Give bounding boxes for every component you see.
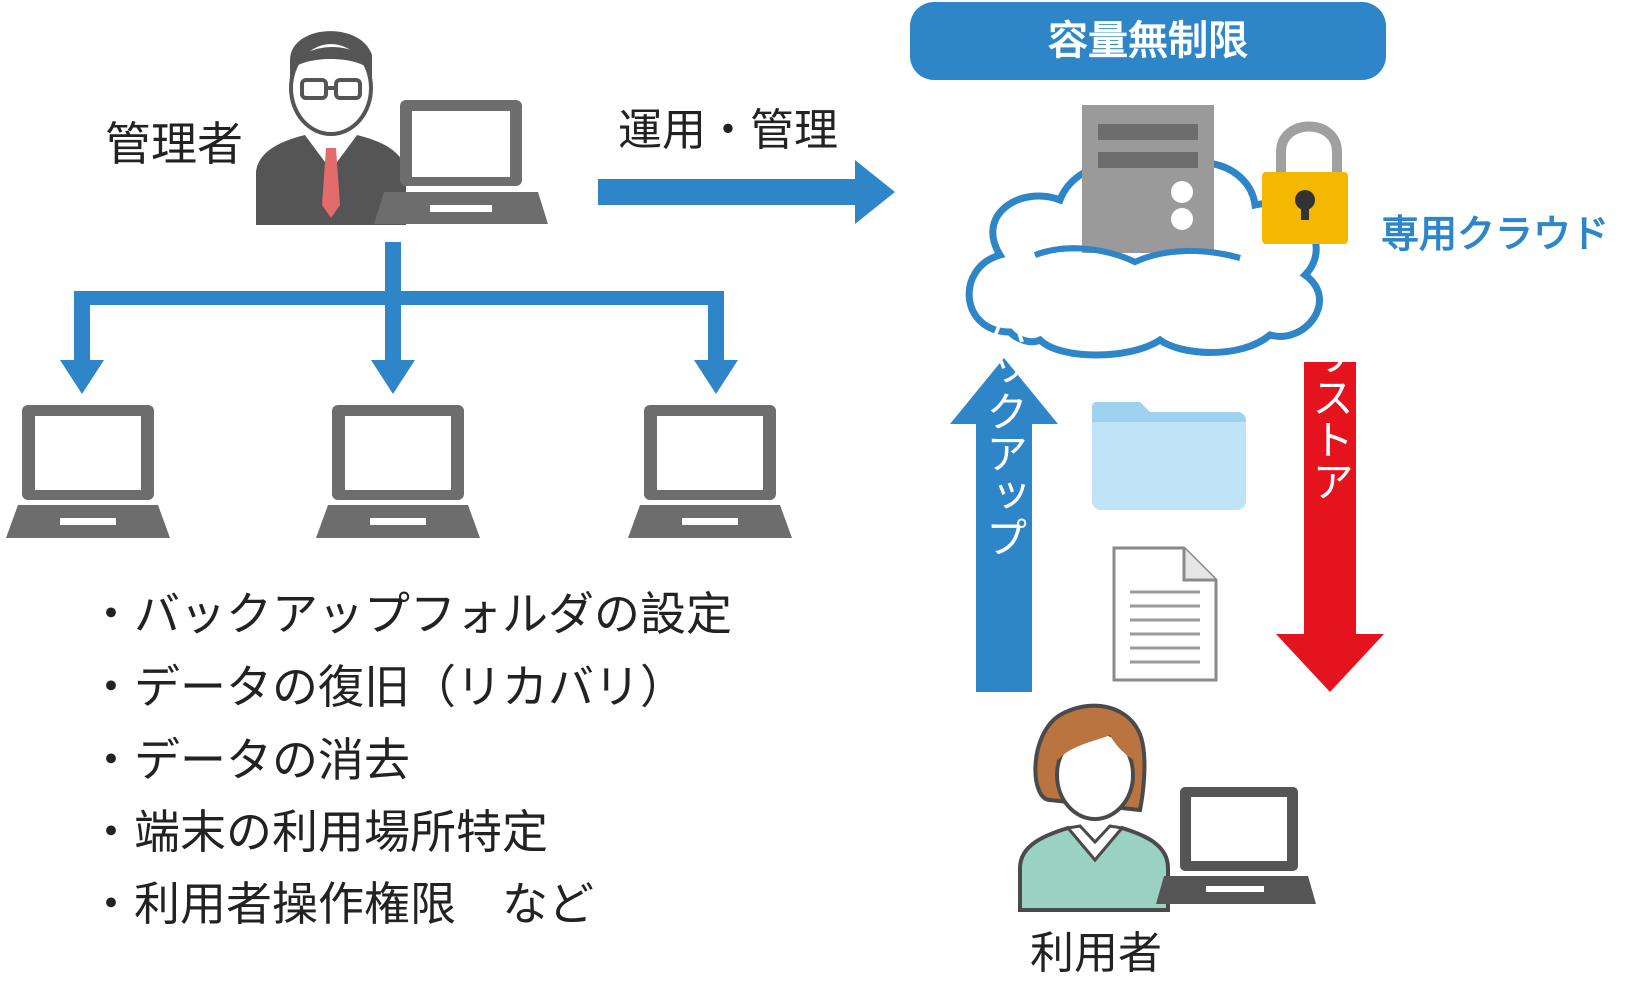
- laptop-icon: [6, 405, 170, 538]
- distribution-arrows: [60, 242, 738, 394]
- task-item: ・データの消去: [88, 733, 410, 787]
- laptop-icon: [374, 100, 548, 224]
- lock-icon: [1262, 121, 1348, 244]
- folder-icon: [1092, 402, 1246, 510]
- task-item: ・バックアップフォルダの設定: [88, 587, 732, 641]
- capacity-banner: 容量無制限: [910, 2, 1386, 80]
- backup-label: バックアップ: [980, 306, 1029, 558]
- admin-label: 管理者: [105, 117, 243, 171]
- restore-label: リストア: [1306, 334, 1355, 502]
- laptop-icon: [628, 405, 792, 538]
- admin-person-icon: [256, 31, 406, 225]
- task-item: ・端末の利用場所特定: [88, 805, 548, 859]
- ops-label: 運用・管理: [618, 105, 838, 156]
- cloud-label: 専用クラウド: [1381, 212, 1609, 256]
- backup-arrow: バックアップ: [950, 306, 1058, 692]
- user-person-icon: [1018, 703, 1170, 912]
- ops-arrow: [598, 160, 895, 224]
- user-label: 利用者: [1030, 928, 1162, 979]
- server-icon: [1082, 105, 1214, 253]
- document-icon: [1112, 546, 1218, 682]
- laptop-icon: [316, 405, 480, 538]
- task-item: ・データの復旧（リカバリ）: [88, 660, 686, 714]
- restore-arrow: リストア: [1276, 334, 1384, 692]
- banner-label: 容量無制限: [1048, 18, 1248, 64]
- task-item: ・利用者操作権限 など: [88, 877, 594, 931]
- laptop-icon: [1156, 787, 1316, 904]
- task-list: ・バックアップフォルダの設定 ・データの復旧（リカバリ） ・データの消去 ・端末…: [88, 587, 732, 931]
